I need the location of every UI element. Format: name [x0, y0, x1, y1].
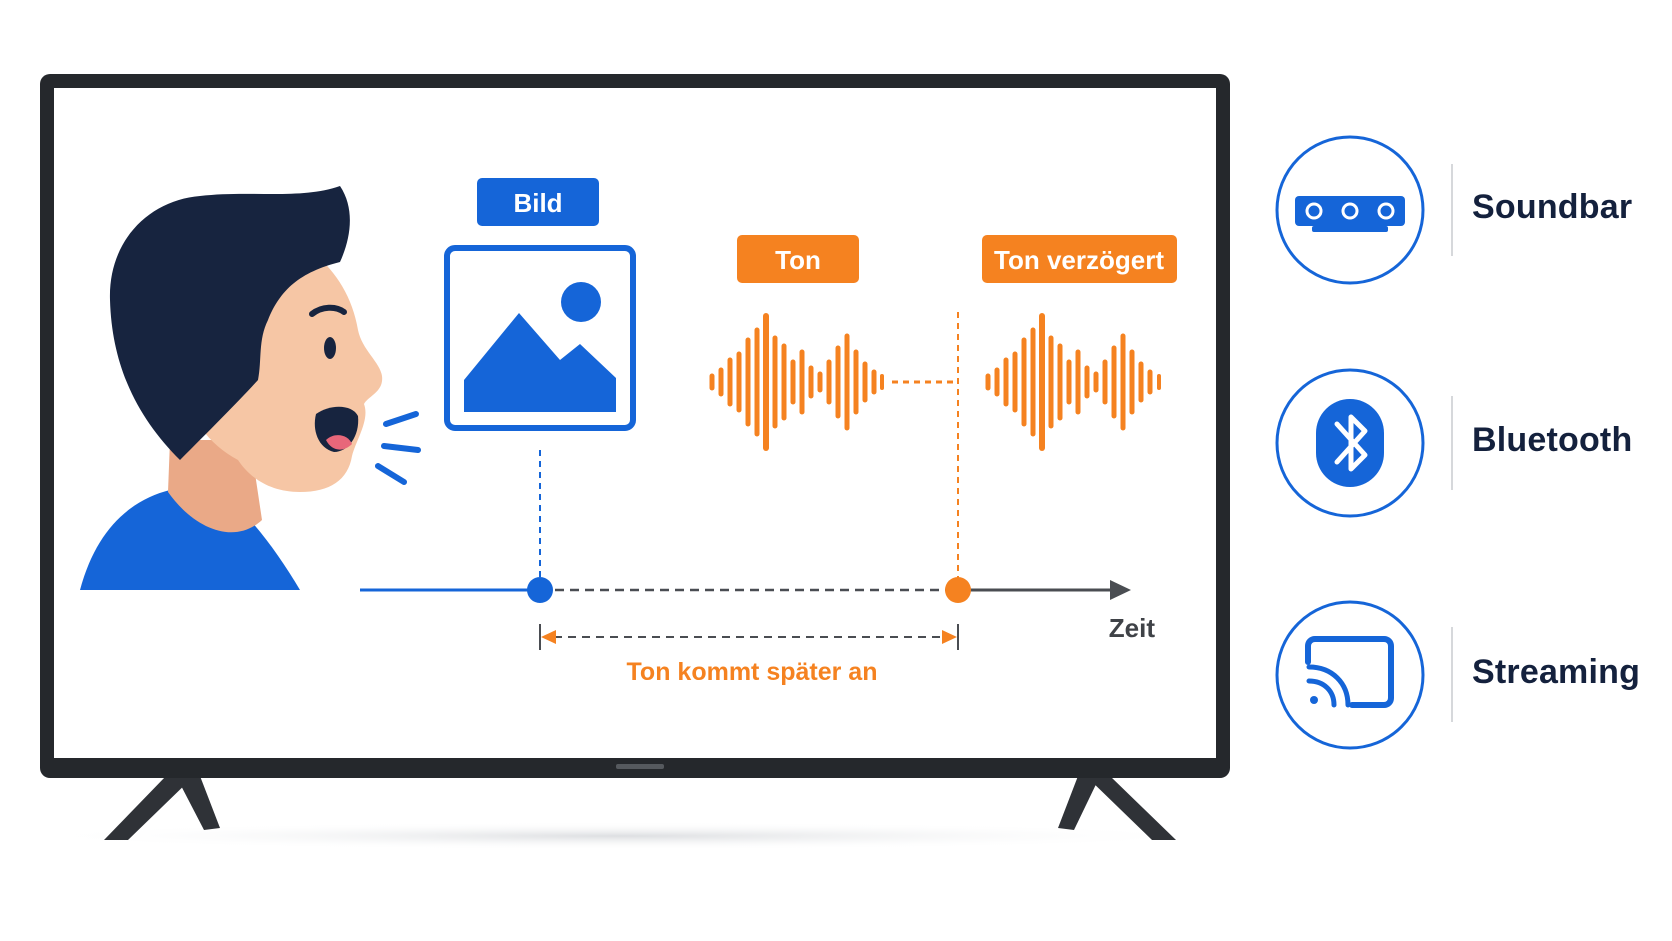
shirt — [80, 490, 300, 590]
delay-bracket: Ton kommt später an — [539, 624, 959, 686]
tv-stand — [104, 776, 1176, 840]
timeline: Zeit — [360, 577, 1155, 643]
delay-note: Ton kommt später an — [627, 658, 878, 686]
floor-shadow — [20, 822, 1220, 850]
speech-lines — [375, 411, 421, 485]
option-label-bluetooth: Bluetooth — [1472, 421, 1633, 459]
option-label-soundbar: Soundbar — [1472, 188, 1633, 226]
bluetooth-icon — [1316, 399, 1384, 487]
bild-badge: Bild — [477, 178, 599, 226]
eyebrow — [309, 304, 347, 317]
sound-wave-original — [709, 313, 884, 451]
ton-badge: Ton — [737, 235, 859, 283]
option-streaming — [1275, 600, 1453, 750]
ton-verzoegert-label: Ton verzögert — [994, 245, 1164, 275]
sound-wave-delayed — [985, 313, 1161, 451]
speaking-person-illustration — [80, 186, 421, 590]
image-icon — [444, 245, 636, 431]
option-bluetooth — [1275, 368, 1453, 518]
bild-label: Bild — [513, 188, 562, 218]
eye — [324, 337, 336, 359]
ton-marker — [945, 577, 971, 603]
tongue — [326, 435, 352, 450]
neck — [168, 440, 262, 533]
option-label-streaming: Streaming — [1472, 653, 1641, 691]
zeit-label: Zeit — [1109, 613, 1156, 643]
soundbar-icon — [1295, 196, 1405, 232]
bild-marker — [527, 577, 553, 603]
ton-verzoegert-badge: Ton verzögert — [982, 235, 1177, 283]
timeline-arrow — [1110, 580, 1131, 600]
ton-label: Ton — [775, 245, 821, 275]
option-soundbar — [1275, 135, 1453, 285]
hair — [109, 186, 350, 460]
tv-logo — [616, 764, 664, 769]
cast-icon — [1305, 636, 1394, 708]
